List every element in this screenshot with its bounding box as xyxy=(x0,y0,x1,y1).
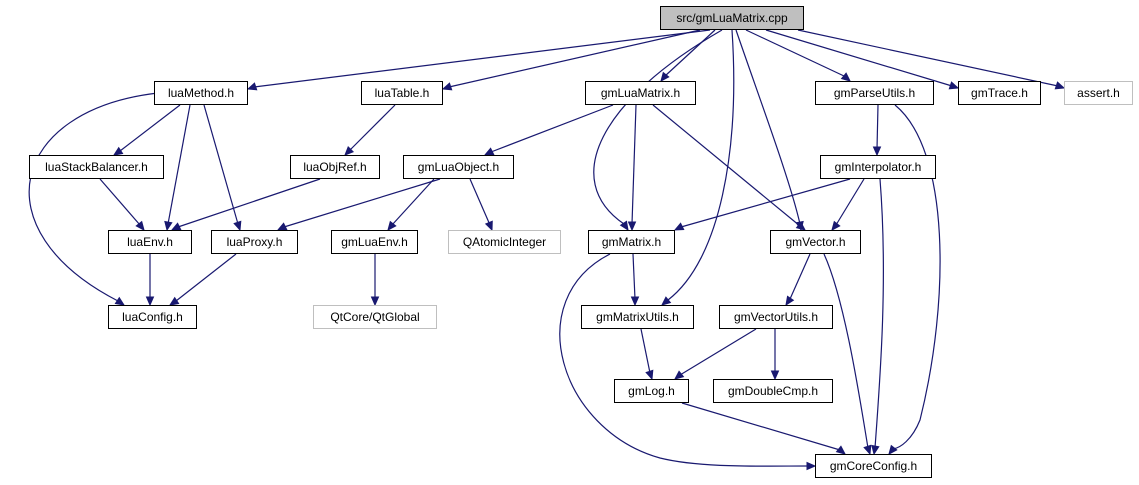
edge-gmmatrixutils-gmlog xyxy=(640,328,651,374)
arrowhead-gmluaobject-luaproxy xyxy=(276,222,288,231)
edge-gmluamatrix-gmluaobject xyxy=(490,104,614,153)
arrowhead-luamethod-luaenv xyxy=(164,220,173,232)
arrowhead-gminterpolator-gmmatrix xyxy=(673,222,685,231)
node-assert-h: assert.h xyxy=(1064,81,1133,105)
edge-luamethod-luaenv xyxy=(167,104,191,225)
arrowhead-luamethod-luaproxy xyxy=(233,220,242,232)
node-qtcore-qtglobal: QtCore/QtGlobal xyxy=(313,305,437,329)
node-gmmatrixutils-h[interactable]: gmMatrixUtils.h xyxy=(581,305,694,329)
edge-root-gmvector xyxy=(735,29,801,225)
arrowhead-gmparseutils-gminterpolator xyxy=(872,146,882,157)
node-gmluaenv-h[interactable]: gmLuaEnv.h xyxy=(331,230,418,254)
arrowhead-gmparseutils-gmcoreconfig xyxy=(888,444,898,455)
edge-gmluamatrix-gmmatrix xyxy=(631,104,637,225)
arrowhead-gmvectorutils-gmlog xyxy=(674,370,685,380)
edge-gmlog-gmcoreconfig xyxy=(681,402,841,451)
node-luaproxy-h[interactable]: luaProxy.h xyxy=(211,230,298,254)
arrowhead-gmvector-gmvectorutils xyxy=(785,295,795,307)
edge-luaobjref-luaenv xyxy=(177,178,321,228)
edge-root-gmmatrixutils xyxy=(667,29,735,301)
edge-gmmatrix-gmcoreconfig xyxy=(559,253,810,467)
edge-root-gmtrace xyxy=(765,29,953,87)
arrowhead-gmluaobject-gmluaenv xyxy=(387,220,397,231)
node-luaconfig-h[interactable]: luaConfig.h xyxy=(108,305,197,329)
node-luatable-h[interactable]: luaTable.h xyxy=(361,81,443,105)
edge-gminterpolator-gmmatrix xyxy=(680,178,851,228)
edge-luastackbalancer-luaenv xyxy=(99,178,141,226)
arrowhead-gmluaobject-qatomicinteger xyxy=(484,220,493,232)
node-gmvector-h[interactable]: gmVector.h xyxy=(770,230,861,254)
arrowhead-gmluaenv-qtglobal xyxy=(370,296,380,307)
arrowhead-gmmatrix-gmmatrixutils xyxy=(630,296,640,307)
edge-root-gmluamatrix xyxy=(664,29,716,77)
node-gminterpolator-h[interactable]: gmInterpolator.h xyxy=(820,155,936,179)
arrowhead-gmluamatrix-gmmatrix xyxy=(627,221,637,232)
edge-root-luamethod xyxy=(253,29,711,88)
edge-gmmatrix-gmmatrixutils xyxy=(632,253,636,300)
edge-luamethod-luaproxy xyxy=(203,104,239,225)
arrowhead-luaobjref-luaenv xyxy=(170,222,182,231)
arrowhead-root-gmmatrixutils xyxy=(661,296,672,306)
arrowhead-root-gmparseutils xyxy=(840,72,851,82)
arrowhead-root-luamethod xyxy=(246,82,258,91)
node-luastackbalancer-h[interactable]: luaStackBalancer.h xyxy=(29,155,164,179)
edge-gmparseutils-gminterpolator xyxy=(876,104,879,150)
arrowhead-gmmatrixutils-gmlog xyxy=(645,369,654,381)
edge-root-luatable xyxy=(448,29,701,88)
edge-luamethod-luastackbalancer xyxy=(119,104,181,152)
arrowhead-luamethod-luastackbalancer xyxy=(112,146,124,156)
edge-gmvector-gmvectorutils xyxy=(789,253,811,300)
arrowhead-root-gmtrace xyxy=(948,81,960,90)
node-gmcoreconfig-h[interactable]: gmCoreConfig.h xyxy=(815,454,932,478)
edge-gminterpolator-gmcoreconfig xyxy=(874,178,884,449)
arrowhead-root-assert xyxy=(1054,81,1066,90)
arrowhead-gmluamatrix-gmvector xyxy=(795,221,806,231)
node-luaobjref-h[interactable]: luaObjRef.h xyxy=(290,155,380,179)
arrowhead-root-gmluamatrix xyxy=(660,71,670,82)
arrowhead-gminterpolator-gmvector xyxy=(831,220,841,231)
node-gmluaobject-h[interactable]: gmLuaObject.h xyxy=(403,155,514,179)
node-luaenv-h[interactable]: luaEnv.h xyxy=(108,230,192,254)
edge-gmvector-gmcoreconfig xyxy=(823,253,869,449)
arrowhead-gmmatrix-gmcoreconfig xyxy=(806,461,817,471)
arrowhead-luaproxy-luaconfig xyxy=(168,296,180,306)
arrowhead-gmluamatrix-gmluaobject xyxy=(483,147,495,156)
arrowhead-luaenv-luaconfig xyxy=(145,296,155,307)
edge-gmparseutils-gmcoreconfig xyxy=(892,104,941,450)
edge-root-gmmatrix xyxy=(593,29,723,225)
node-gmparseutils-h[interactable]: gmParseUtils.h xyxy=(815,81,934,105)
edge-gmluaobject-qatomicinteger xyxy=(469,178,491,226)
node-luamethod-h[interactable]: luaMethod.h xyxy=(154,81,248,105)
edge-gmvectorutils-gmlog xyxy=(679,328,757,376)
edge-root-gmparseutils xyxy=(745,29,845,77)
node-gmluamatrix-h[interactable]: gmLuaMatrix.h xyxy=(585,81,696,105)
node-gmvectorutils-h[interactable]: gmVectorUtils.h xyxy=(719,305,833,329)
arrowhead-gmlog-gmcoreconfig xyxy=(835,445,846,455)
edge-gmluaobject-luaproxy xyxy=(283,178,441,228)
node-gmmatrix-h[interactable]: gmMatrix.h xyxy=(588,230,675,254)
node-gmtrace-h[interactable]: gmTrace.h xyxy=(958,81,1041,105)
node-src-gmluamatrix-cpp[interactable]: src/gmLuaMatrix.cpp xyxy=(660,6,804,30)
edge-gmluaobject-gmluaenv xyxy=(391,178,435,226)
arrowhead-luastackbalancer-luaenv xyxy=(135,220,145,231)
node-gmlog-h[interactable]: gmLog.h xyxy=(614,379,689,403)
node-gmdoublecmp-h[interactable]: gmDoubleCmp.h xyxy=(713,379,833,403)
arrowhead-luamethod-luaconfig xyxy=(114,296,126,306)
edge-luatable-luaobjref xyxy=(348,104,396,152)
arrowhead-gmvectorutils-gmdoublecmp xyxy=(770,370,780,381)
arrowhead-luatable-luaobjref xyxy=(344,145,355,156)
arrowhead-root-luatable xyxy=(441,82,453,91)
arrowhead-gmvector-gmcoreconfig xyxy=(863,444,872,456)
arrowhead-root-gmmatrix xyxy=(619,220,629,232)
edge-gmluamatrix-gmvector xyxy=(652,104,801,227)
edge-gminterpolator-gmvector xyxy=(835,178,865,226)
arrowhead-gminterpolator-gmcoreconfig xyxy=(871,444,880,456)
edge-luamethod-luaconfig xyxy=(28,92,159,302)
edge-root-assert xyxy=(797,29,1059,87)
edge-luaproxy-luaconfig xyxy=(175,253,237,302)
node-qatomicinteger: QAtomicInteger xyxy=(448,230,561,254)
